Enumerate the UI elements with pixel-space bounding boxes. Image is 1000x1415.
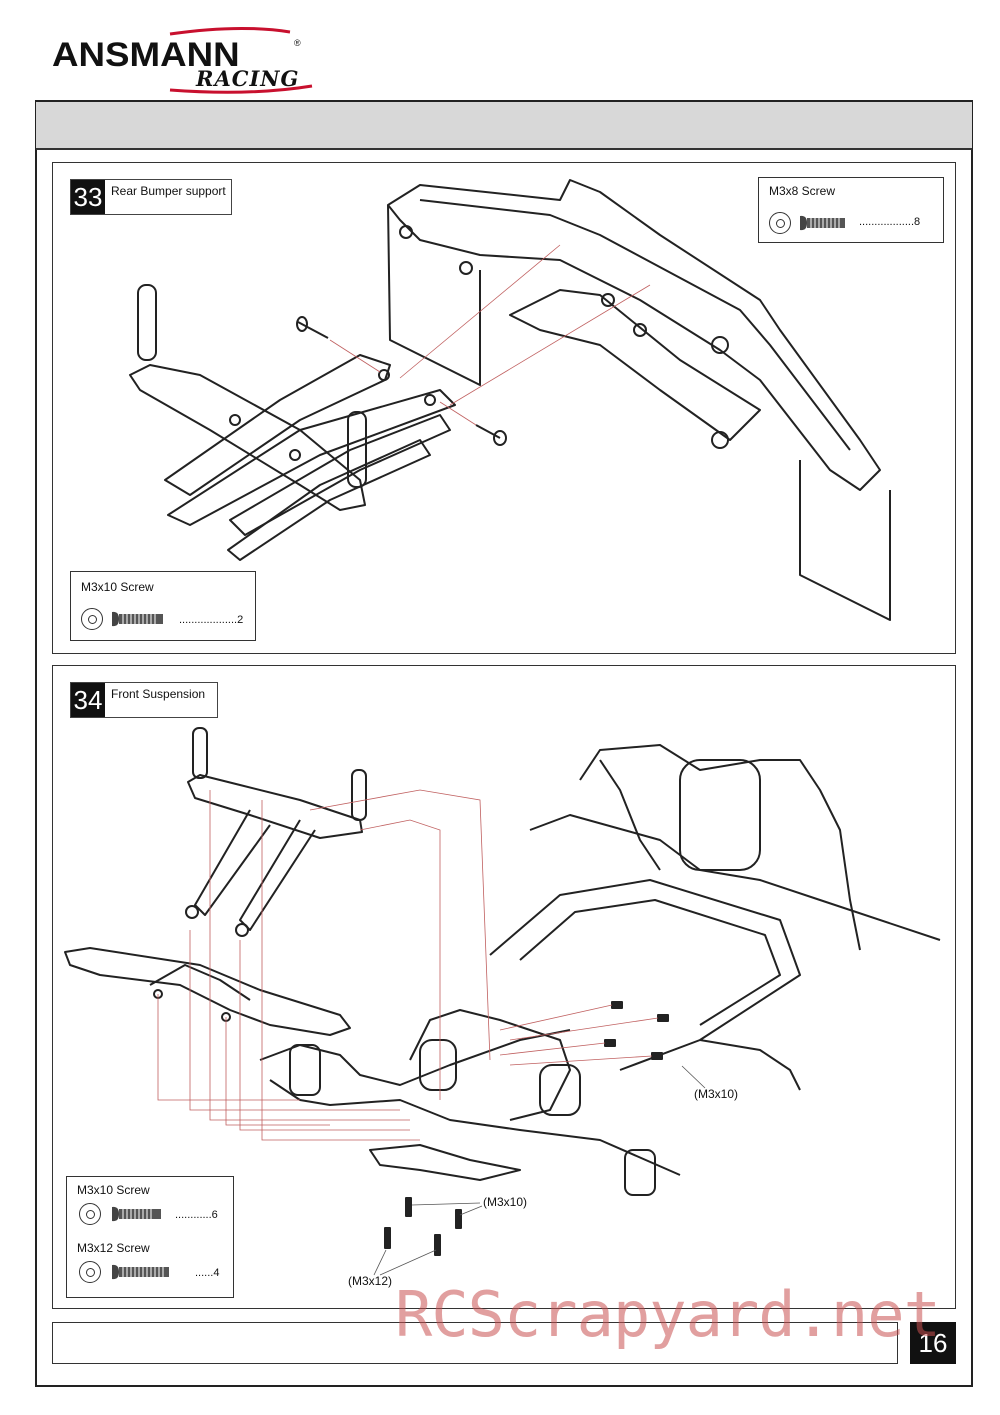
washer-icon — [79, 1261, 101, 1283]
step-number: 33 — [71, 180, 105, 214]
callout-m3x10-bottom: (M3x10) — [483, 1195, 528, 1209]
washer-icon — [81, 608, 103, 630]
part-name: M3x12 Screw — [77, 1241, 150, 1255]
screw-icon — [112, 1264, 169, 1280]
logo-swoosh — [169, 26, 313, 94]
front-shock-tower-drawing — [185, 727, 367, 937]
step-title: Rear Bumper support — [111, 184, 226, 198]
washer-icon — [769, 212, 791, 234]
screw-icon — [800, 215, 845, 231]
step-34-panel: 34 Front Suspension M3x10 Screw ........… — [52, 665, 956, 1309]
part-box-m3x8: M3x8 Screw ..................8 — [758, 177, 944, 243]
screw-icon — [112, 1206, 161, 1222]
callout-m3x12: (M3x12) — [348, 1274, 393, 1288]
part-qty: ............6 — [175, 1209, 218, 1221]
step-33-label: 33 Rear Bumper support — [70, 179, 232, 215]
screws-step-34 — [384, 1001, 669, 1256]
bumper-support-drawing — [129, 284, 456, 561]
screws-step-33 — [296, 316, 507, 446]
rear-bumper-drawing — [387, 179, 891, 621]
part-qty: ...................2 — [179, 614, 244, 626]
page-number: 16 — [910, 1322, 956, 1364]
step-33-panel: 33 Rear Bumper support M3x8 Screw ......… — [52, 162, 956, 654]
washer-icon — [79, 1203, 101, 1225]
watermark: RCScrapyard.net — [395, 1278, 941, 1351]
step-number: 34 — [71, 683, 105, 717]
part-qty: ..................8 — [859, 216, 921, 228]
ansmann-racing-logo: ANSMANN ® RACING — [50, 22, 320, 97]
registered-mark: ® — [294, 38, 301, 48]
part-name: M3x8 Screw — [769, 184, 836, 198]
step-title: Front Suspension — [111, 687, 206, 701]
logo-brand: ANSMANN — [52, 36, 240, 74]
part-name: M3x10 Screw — [81, 580, 154, 594]
screw-icon — [112, 611, 163, 627]
header-band — [36, 102, 972, 150]
part-name: M3x10 Screw — [77, 1183, 150, 1197]
callout-m3x10-right: (M3x10) — [694, 1087, 739, 1101]
part-qty: ......4 — [195, 1267, 220, 1279]
footer-bar — [52, 1322, 898, 1364]
chassis-drawing — [259, 744, 941, 1196]
logo-sub: RACING — [196, 66, 300, 91]
part-box-m3x10: M3x10 Screw ...................2 — [70, 571, 256, 641]
step-34-label: 34 Front Suspension — [70, 682, 218, 718]
front-bumper-drawing — [64, 947, 351, 1036]
page-frame — [35, 100, 973, 1387]
part-box-m3x10-m3x12: M3x10 Screw ............6 M3x12 Screw — [66, 1176, 234, 1298]
